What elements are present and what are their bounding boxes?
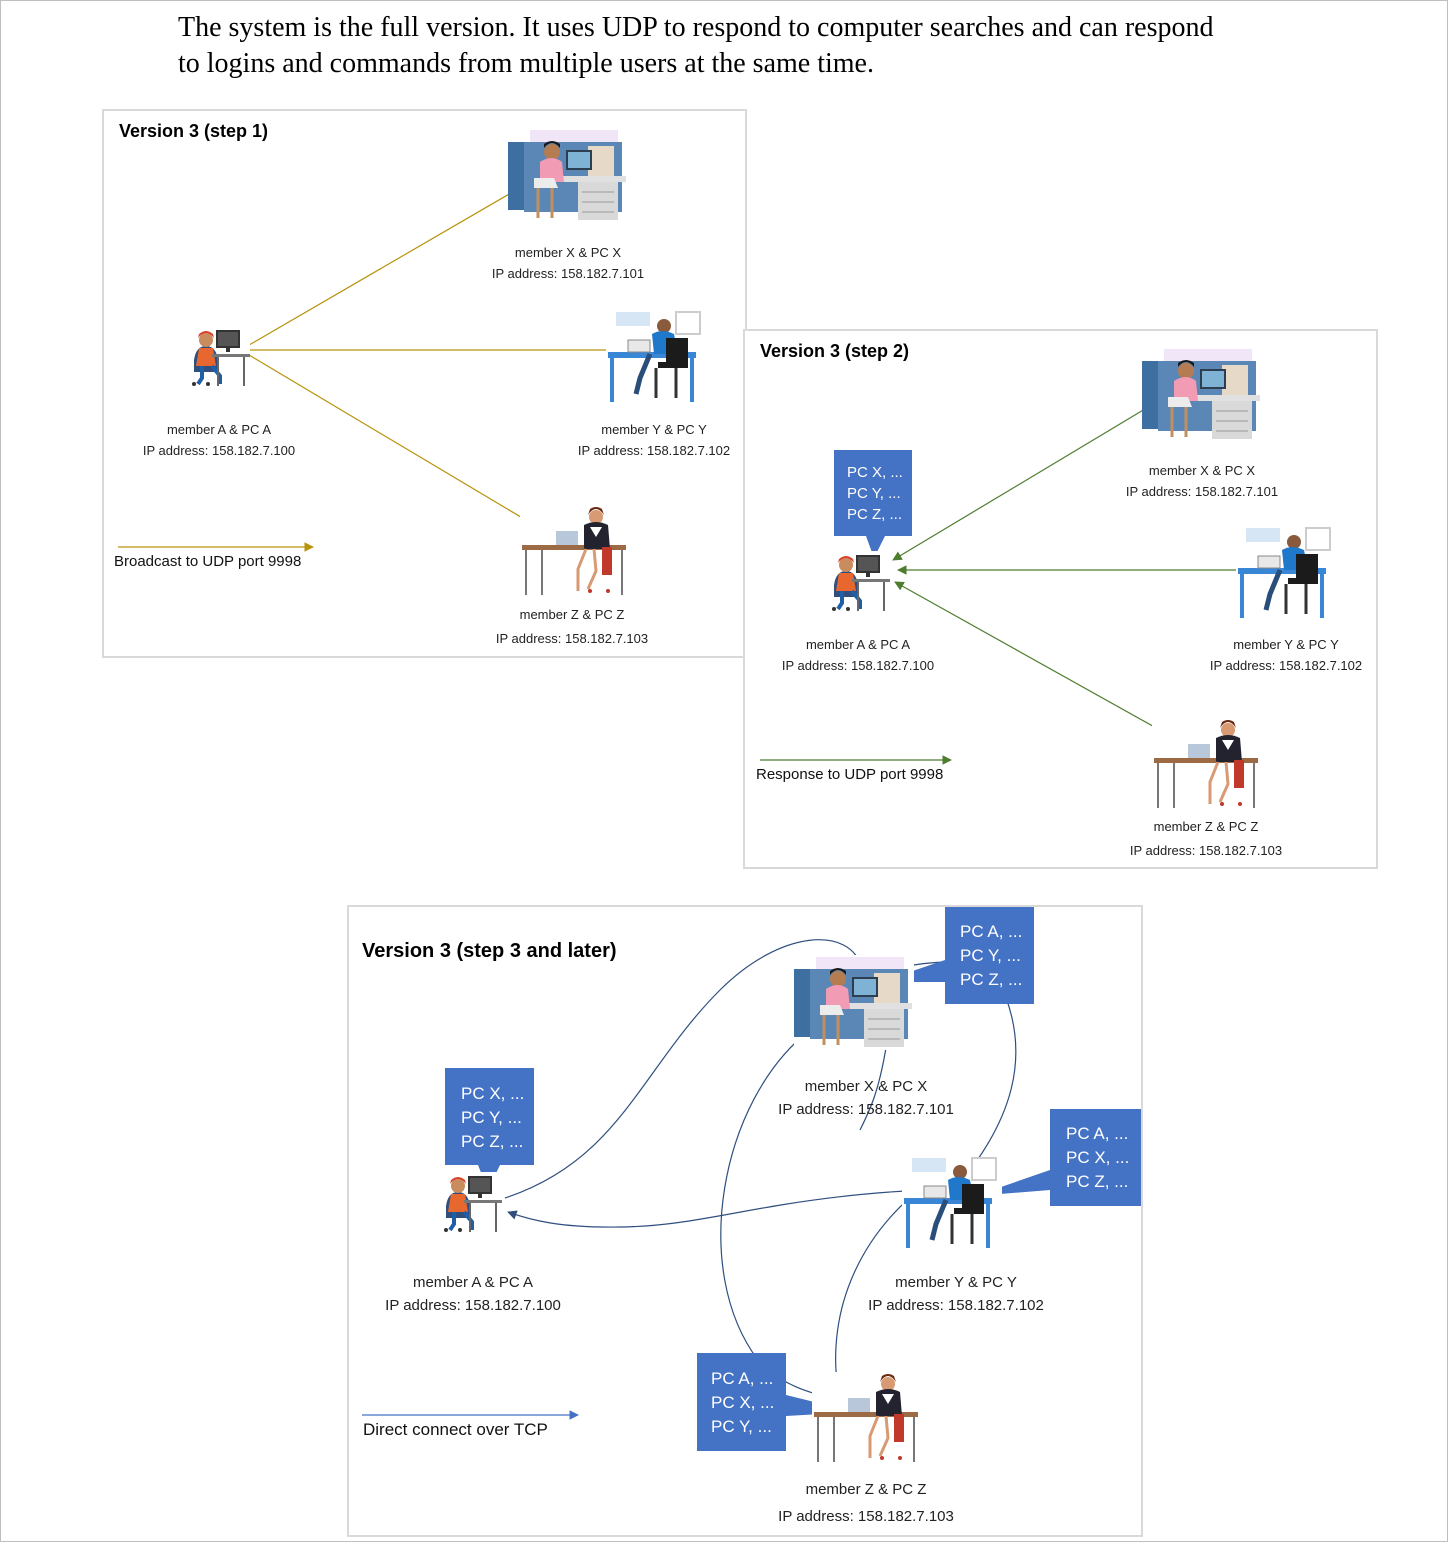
callout-line: PC Z, ... [960,970,1023,989]
member-a-label: member A & PC A IP address: 158.182.7.10… [385,1271,561,1317]
callout-line: PC Z, ... [1066,1172,1129,1191]
member-x-illustration [792,953,916,1052]
member-z-label: member Z & PC Z IP address: 158.182.7.10… [1130,815,1282,863]
panel-title-step-3: Version 3 (step 3 and later) [362,940,617,962]
callout-y-step-3-text: PC A, ... PC X, ... PC Z, ... [1066,1122,1129,1194]
tcp-arrow-x-to-y [963,994,1017,1179]
callout-line: PC X, ... [461,1084,525,1103]
member-z-illustration [518,503,632,602]
callout-line: PC Y, ... [847,485,901,502]
member-x-name: member X & PC X [514,245,622,260]
member-x-label: member X & PC X IP address: 158.182.7.10… [778,1075,954,1121]
callout-line: PC Y, ... [960,946,1021,965]
callout-a-step-3 [445,1068,534,1190]
callout-line: PC A, ... [960,922,1023,941]
member-x-ip: IP address: 158.182.7.101 [491,266,645,281]
member-x-ip: IP address: 158.182.7.101 [1125,484,1279,496]
callout-line: PC Y, ... [461,1108,522,1127]
member-y-name: member Y & PC Y [601,422,707,437]
tcp-arrow-y-to-a [507,1187,991,1228]
callout-x-step-3 [880,907,1034,1004]
member-x-label: member X & PC X IP address: 158.182.7.10… [492,242,644,284]
callout-a-step-3-text: PC X, ... PC Y, ... PC Z, ... [461,1082,524,1154]
member-a-ip: IP address: 158.182.7.100 [142,443,296,458]
member-y-illustration [1236,528,1336,623]
member-x-name: member X & PC X [804,1078,928,1095]
member-y-ip: IP address: 158.182.7.102 [1209,658,1363,673]
member-z-illustration [810,1370,924,1469]
panel-title-step-1: Version 3 (step 1) [119,121,269,141]
legend-tcp: Direct connect over TCP [363,1420,548,1439]
intro-line-1: The system is the full version. It uses … [178,12,1214,43]
member-y-label: member Y & PC Y IP address: 158.182.7.10… [578,419,730,461]
member-a-illustration [182,324,252,390]
callout-line: PC Z, ... [847,506,903,523]
member-a-ip: IP address: 158.182.7.100 [781,658,935,673]
callout-line: PC A, ... [711,1369,774,1388]
member-y-illustration [606,312,706,407]
callout-y-step-3 [975,1109,1141,1206]
member-z-ip: IP address: 158.182.7.103 [495,631,649,646]
member-y-ip: IP address: 158.182.7.102 [577,443,731,458]
tcp-arrow-x-to-z-line [859,1034,889,1131]
member-z-name: member Z & PC Z [519,607,625,622]
callout-line: PC Y, ... [711,1417,772,1436]
member-z-label: member Z & PC Z IP address: 158.182.7.10… [496,603,648,651]
callout-line: PC X, ... [1066,1148,1130,1167]
member-z-ip: IP address: 158.182.7.103 [1129,843,1283,858]
member-y-illustration [902,1158,1002,1253]
member-y-ip: IP address: 158.182.7.102 [868,1297,1044,1314]
callout-a-step-2 [834,450,912,558]
intro-paragraph: The system is the full version. It uses … [178,10,1278,82]
member-a-name: member A & PC A [166,422,272,437]
member-z-illustration [1150,716,1264,815]
callout-z-step-3 [697,1353,855,1451]
member-z-name: member Z & PC Z [1153,819,1259,834]
member-x-illustration [1140,345,1264,444]
member-a-ip: IP address: 158.182.7.100 [385,1297,561,1314]
member-y-label: member Y & PC Y IP address: 158.182.7.10… [868,1271,1044,1317]
member-z-name: member Z & PC Z [805,1481,927,1498]
tcp-arrow-a-to-x [504,939,865,1199]
callout-line: PC A, ... [1066,1124,1129,1143]
response-arrow-from-z [894,581,1193,749]
member-x-name: member X & PC X [1148,463,1256,478]
member-y-name: member Y & PC Y [895,1274,1017,1291]
member-x-label: member X & PC X IP address: 158.182.7.10… [1126,460,1278,496]
callout-line: PC X, ... [711,1393,775,1412]
member-a-illustration [822,549,892,615]
member-y-label: member Y & PC Y IP address: 158.182.7.10… [1210,634,1362,676]
member-x-illustration [506,126,630,225]
callout-line: PC Z, ... [461,1132,524,1151]
member-a-illustration [434,1170,504,1236]
member-a-name: member A & PC A [805,637,911,652]
legend-response: Response to UDP port 9998 [756,766,944,783]
response-arrow-from-x [892,399,1161,561]
intro-line-2: to logins and commands from multiple use… [178,48,874,79]
member-a-name: member A & PC A [412,1274,534,1291]
member-y-name: member Y & PC Y [1233,637,1339,652]
member-z-label: member Z & PC Z IP address: 158.182.7.10… [778,1476,954,1530]
legend-broadcast: Broadcast to UDP port 9998 [114,553,302,570]
member-a-label: member A & PC A IP address: 158.182.7.10… [782,634,934,676]
callout-a-step-2-text: PC X, ... PC Y, ... PC Z, ... [847,462,903,525]
member-z-ip: IP address: 158.182.7.103 [778,1508,954,1525]
member-a-label: member A & PC A IP address: 158.182.7.10… [143,419,295,461]
callout-z-step-3-text: PC A, ... PC X, ... PC Y, ... [711,1367,774,1439]
panel-title-step-2: Version 3 (step 2) [760,341,910,361]
member-x-ip: IP address: 158.182.7.101 [778,1101,954,1118]
callout-line: PC X, ... [847,464,903,481]
broadcast-arrow-to-z [243,351,557,539]
callout-x-step-3-text: PC A, ... PC Y, ... PC Z, ... [960,920,1022,992]
panel-2-arrows [760,399,1258,765]
